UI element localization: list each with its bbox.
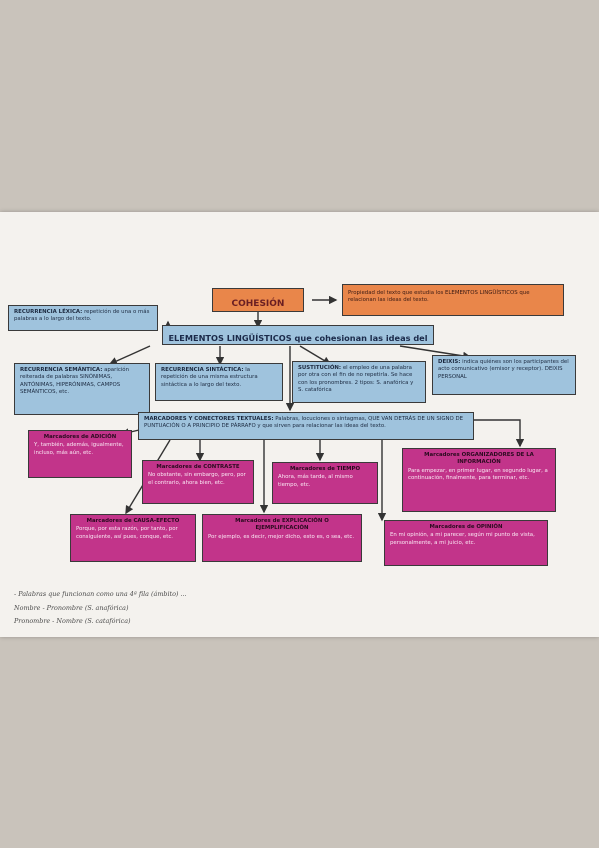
explicacion-box: Marcadores de EXPLICACIÓN O EJEMPLIFICAC… xyxy=(202,514,362,562)
tiempo-text: Ahora, más tarde, al mismo tiempo, etc. xyxy=(278,474,353,488)
causa-efecto-text: Porque, por esta razón, por tanto, por c… xyxy=(76,526,178,540)
handwritten-note-2: Nombre - Pronombre (S. anafórica) xyxy=(14,604,129,612)
explicacion-text: Por ejemplo, es decir, mejor dicho, esto… xyxy=(208,533,355,540)
definition-box: Propiedad del texto que estudia los ELEM… xyxy=(342,284,564,316)
recurrencia-sintactica-text: la repetición de una misma estructura si… xyxy=(161,367,258,388)
recurrencia-sintactica-box: RECURRENCIA SINTÁCTICA: la repetición de… xyxy=(155,363,283,401)
recurrencia-lexica-text: repetición de una o más palabras a lo la… xyxy=(14,309,150,323)
tiempo-box: Marcadores de TIEMPO Ahora, más tarde, a… xyxy=(272,462,378,504)
contraste-box: Marcadores de CONTRASTE No obstante, sin… xyxy=(142,460,254,504)
adicion-title: Marcadores de ADICIÓN xyxy=(43,434,117,440)
handwritten-note-1: - Palabras que funcionan como una 4ª fil… xyxy=(14,590,187,598)
adicion-text: Y, también, además, igualmente, incluso,… xyxy=(34,442,124,456)
definition-text: Propiedad del texto que estudia los ELEM… xyxy=(348,290,530,304)
sustitucion-box: SUSTITUCIÓN: el empleo de una palabra po… xyxy=(292,361,426,403)
contraste-title: Marcadores de CONTRASTE xyxy=(156,464,240,470)
cohesion-title-box: COHESIÓN TEXTUAL xyxy=(212,288,304,312)
deixis-box: DEIXIS: indica quiénes son los participa… xyxy=(432,355,576,395)
handwritten-note-3: Pronombre - Nombre (S. catafórica) xyxy=(14,617,131,625)
recurrencia-semantica-text: aparición reiterada de palabras SINÓNIMA… xyxy=(20,367,129,395)
organizadores-text: Para empezar, en primer lugar, en segund… xyxy=(408,467,548,481)
recurrencia-semantica-box: RECURRENCIA SEMÁNTICA: aparición reitera… xyxy=(14,363,150,415)
deixis-text: indica quiénes son los participantes del… xyxy=(438,359,569,380)
opinion-box: Marcadores de OPINIÓN En mi opinión, a m… xyxy=(384,520,548,566)
causa-efecto-box: Marcadores de CAUSA-EFECTO Porque, por e… xyxy=(70,514,196,562)
recurrencia-semantica-head: RECURRENCIA SEMÁNTICA: xyxy=(20,367,103,373)
tiempo-title: Marcadores de TIEMPO xyxy=(289,466,361,472)
organizadores-title: Marcadores ORGANIZADORES DE LA INFORMACI… xyxy=(424,452,534,466)
cohesion-title: COHESIÓN TEXTUAL xyxy=(231,299,285,309)
sustitucion-head: SUSTITUCIÓN: xyxy=(298,365,342,371)
contraste-text: No obstante, sin embargo, pero, por el c… xyxy=(148,472,246,486)
explicacion-title: Marcadores de EXPLICACIÓN O EJEMPLIFICAC… xyxy=(235,518,329,532)
organizadores-box: Marcadores ORGANIZADORES DE LA INFORMACI… xyxy=(402,448,556,512)
opinion-title: Marcadores de OPINIÓN xyxy=(429,524,503,530)
recurrencia-lexica-head: RECURRENCIA LÉXICA: xyxy=(14,309,83,315)
recurrencia-lexica-box: RECURRENCIA LÉXICA: repetición de una o … xyxy=(8,305,158,331)
marcadores-text: Palabras, locuciones o sintagmas, QUE VA… xyxy=(144,416,464,430)
marcadores-head: MARCADORES Y CONECTORES TEXTUALES: xyxy=(144,416,274,422)
sustitucion-text: el empleo de una palabra por otra con el… xyxy=(298,365,414,393)
marcadores-box: MARCADORES Y CONECTORES TEXTUALES: Palab… xyxy=(138,412,474,440)
elementos-title: ELEMENTOS LINGÜÍSTICOS que cohesionan la… xyxy=(168,333,428,343)
elementos-box: ELEMENTOS LINGÜÍSTICOS que cohesionan la… xyxy=(162,325,434,345)
recurrencia-sintactica-head: RECURRENCIA SINTÁCTICA: xyxy=(161,367,244,373)
causa-efecto-title: Marcadores de CAUSA-EFECTO xyxy=(86,518,180,524)
opinion-text: En mi opinión, a mi parecer, según mi pu… xyxy=(390,532,535,546)
adicion-box: Marcadores de ADICIÓN Y, también, además… xyxy=(28,430,132,478)
deixis-head: DEIXIS: xyxy=(438,359,461,365)
